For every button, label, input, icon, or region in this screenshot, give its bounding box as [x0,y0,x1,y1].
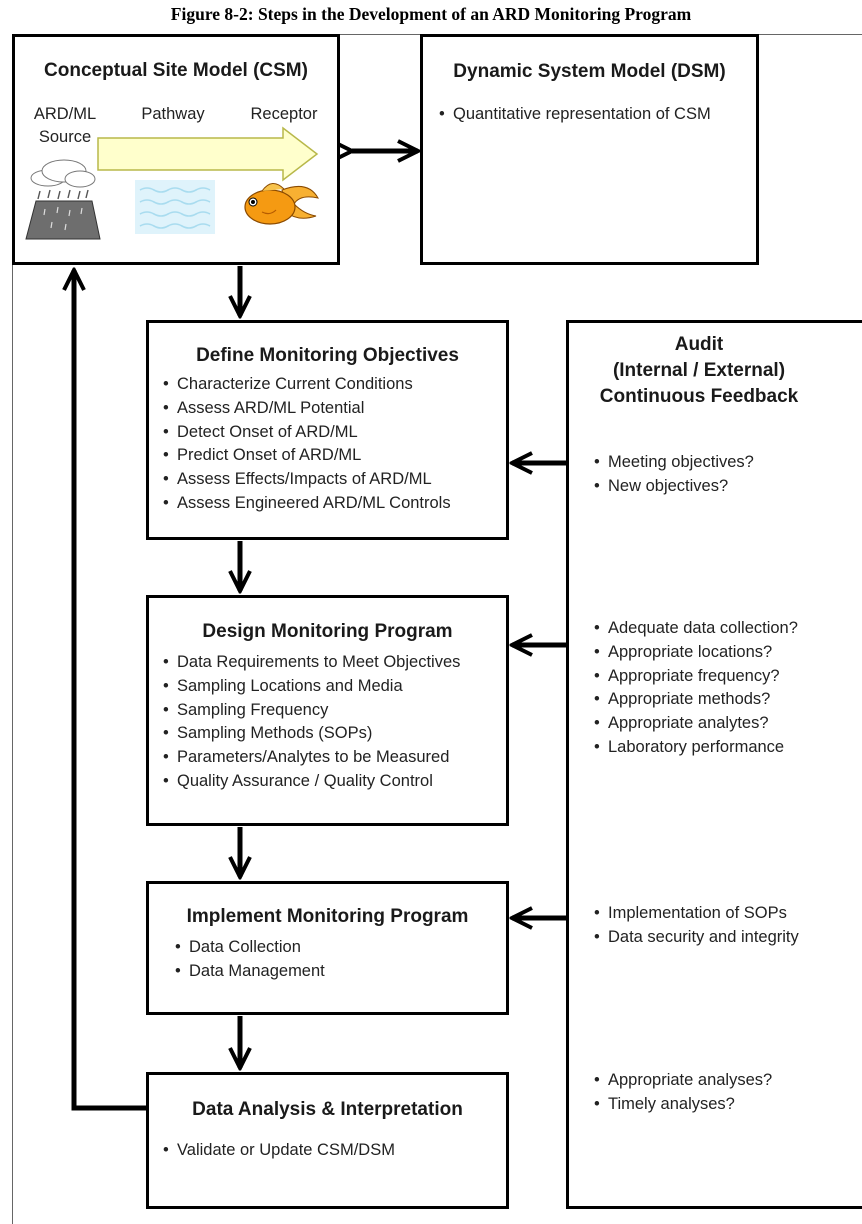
data-analysis-box: Data Analysis & Interpretation Validate … [146,1072,509,1209]
audit-title-line1: Audit [674,334,724,355]
list-item: Detect Onset of ARD/ML [161,421,506,445]
list-item: Meeting objectives? [592,451,754,475]
water-icon [135,180,215,234]
list-item: Data Management [173,960,506,984]
list-item: Assess Engineered ARD/ML Controls [161,492,506,516]
receptor-label: Receptor [250,105,318,123]
define-objectives-box: Define Monitoring Objectives Characteriz… [146,320,509,540]
list-item: Characterize Current Conditions [161,373,506,397]
data-analysis-title: Data Analysis & Interpretation [192,1099,463,1120]
data-analysis-list: Validate or Update CSM/DSM [161,1139,506,1163]
implement-program-title: Implement Monitoring Program [186,906,469,927]
design-program-list: Data Requirements to Meet Objectives Sam… [161,651,506,794]
rock-pile-icon [25,200,101,240]
list-item: Quality Assurance / Quality Control [161,770,506,794]
list-item: Laboratory performance [592,736,798,760]
source-label: ARD/ML Source [33,105,97,146]
list-item: Data Requirements to Meet Objectives [161,651,506,675]
list-item: Parameters/Analytes to be Measured [161,746,506,770]
design-program-title: Design Monitoring Program [202,621,453,642]
list-item: Assess ARD/ML Potential [161,397,506,421]
list-item: Data security and integrity [592,926,799,950]
audit-feedback-implement: Implementation of SOPs Data security and… [592,902,799,950]
list-item: Appropriate analytes? [592,712,798,736]
list-item: Adequate data collection? [592,617,798,641]
dsm-list: Quantitative representation of CSM [437,103,756,127]
dsm-box: Dynamic System Model (DSM) Quantitative … [420,34,759,265]
list-item: Validate or Update CSM/DSM [161,1139,506,1163]
list-item: Appropriate analyses? [592,1069,772,1093]
audit-title-line3: Continuous Feedback [599,386,799,407]
define-objectives-title: Define Monitoring Objectives [196,345,459,366]
goldfish-icon [244,183,319,225]
cloud-rain-icon [30,159,96,200]
list-item: Appropriate methods? [592,688,798,712]
csm-title: Conceptual Site Model (CSM) [44,60,308,81]
list-item: Predict Onset of ARD/ML [161,444,506,468]
list-item: Implementation of SOPs [592,902,799,926]
pathway-arrow-icon [97,126,319,182]
list-item: New objectives? [592,475,754,499]
define-objectives-list: Characterize Current Conditions Assess A… [161,373,506,516]
list-item: Data Collection [173,936,506,960]
audit-title: Audit (Internal / External) Continuous F… [566,332,832,410]
implement-program-list: Data Collection Data Management [173,936,506,984]
audit-feedback-design: Adequate data collection? Appropriate lo… [592,617,798,760]
list-item: Appropriate frequency? [592,665,798,689]
list-item: Sampling Locations and Media [161,675,506,699]
figure-title: Figure 8-2: Steps in the Development of … [170,4,692,24]
pathway-label: Pathway [141,105,205,123]
list-item: Appropriate locations? [592,641,798,665]
audit-title-line2: (Internal / External) [612,360,786,381]
list-item: Sampling Methods (SOPs) [161,722,506,746]
dsm-title: Dynamic System Model (DSM) [453,61,726,82]
design-program-box: Design Monitoring Program Data Requireme… [146,595,509,826]
list-item: Timely analyses? [592,1093,772,1117]
implement-program-box: Implement Monitoring Program Data Collec… [146,881,509,1015]
arrow-analysis-to-csm [74,270,148,1111]
dsm-item: Quantitative representation of CSM [437,103,756,127]
audit-feedback-analysis: Appropriate analyses? Timely analyses? [592,1069,772,1117]
list-item: Assess Effects/Impacts of ARD/ML [161,468,506,492]
audit-feedback-objectives: Meeting objectives? New objectives? [592,451,754,499]
list-item: Sampling Frequency [161,699,506,723]
